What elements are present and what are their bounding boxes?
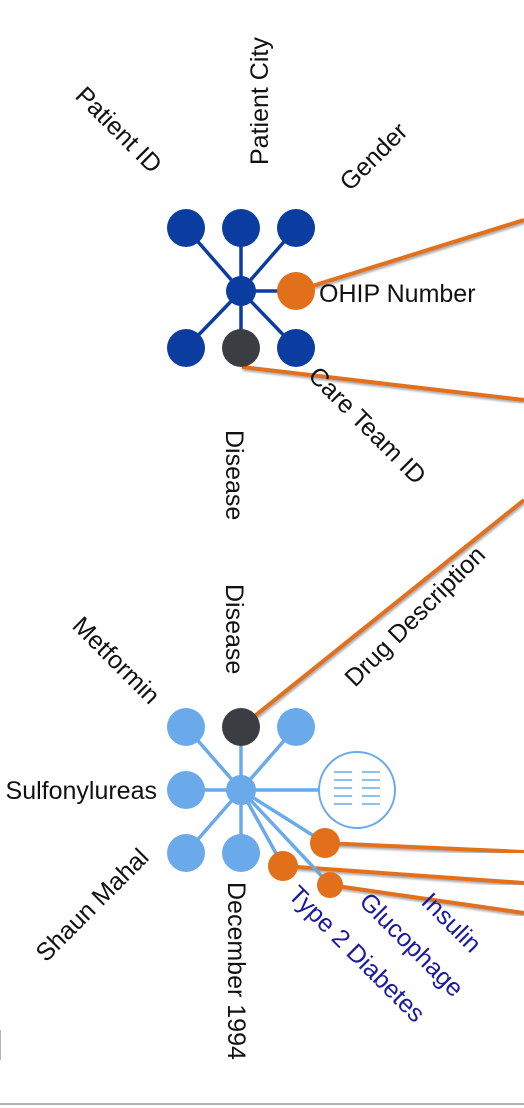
connector-line: [282, 864, 524, 885]
top-cluster: Patient ID Patient City Gender OHIP Numb…: [70, 37, 524, 520]
patient-id-node[interactable]: [167, 209, 205, 247]
december-1994-label: December 1994: [222, 882, 250, 1060]
disease-label-bottom: Disease: [220, 584, 248, 674]
bottom-cluster: Disease Drug Description Metformin Sulfo…: [6, 498, 524, 1060]
connector-line: [295, 218, 524, 293]
sulfonylureas-label: Sulfonylureas: [6, 777, 157, 805]
connector-line: [239, 498, 524, 729]
leaf-node[interactable]: [277, 329, 315, 367]
leaf-node[interactable]: [167, 329, 205, 367]
gender-label: Gender: [334, 117, 413, 196]
connector-line: [241, 365, 524, 402]
type-2-diabetes-node[interactable]: [268, 851, 298, 881]
gender-node[interactable]: [277, 209, 315, 247]
ohip-number-label: OHIP Number: [319, 280, 476, 308]
hub-node: [226, 276, 256, 306]
connector-line: [324, 841, 524, 854]
drug-description-label: Drug Description: [339, 541, 490, 692]
disease-node[interactable]: [222, 708, 260, 746]
document-list-icon[interactable]: [318, 751, 396, 829]
ohip-number-node[interactable]: [277, 272, 315, 310]
glucophage-node[interactable]: [317, 872, 343, 898]
care-team-id-node[interactable]: [222, 329, 260, 367]
shaun-mahal-node[interactable]: [167, 834, 205, 872]
connector-line: [329, 883, 524, 915]
sulfonylureas-node[interactable]: [167, 771, 205, 809]
metformin-label: Metformin: [67, 611, 165, 709]
december-1994-node[interactable]: [222, 834, 260, 872]
disease-label-top: Disease: [220, 430, 248, 520]
patient-city-label: Patient City: [246, 37, 274, 165]
patient-city-node[interactable]: [222, 209, 260, 247]
drug-description-node[interactable]: [277, 708, 315, 746]
patient-id-label: Patient ID: [70, 81, 167, 178]
metformin-node[interactable]: [167, 708, 205, 746]
insulin-node[interactable]: [310, 828, 340, 858]
shaun-mahal-label: Shaun Mahal: [30, 843, 154, 967]
hub-node: [226, 775, 256, 805]
